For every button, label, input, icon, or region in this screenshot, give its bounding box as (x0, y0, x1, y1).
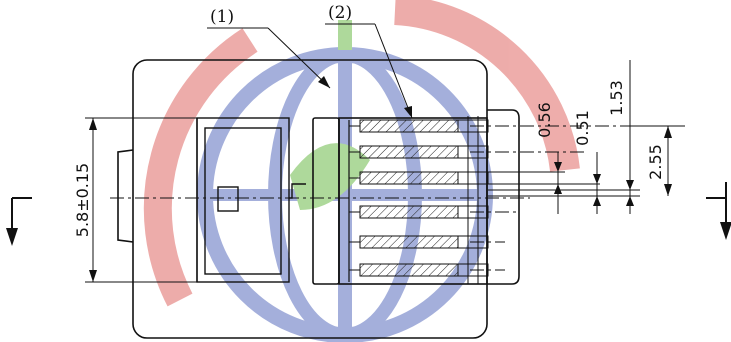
center-lines (110, 125, 620, 271)
watermark-stem (338, 20, 352, 50)
contact-2 (349, 145, 489, 159)
watermark-red-arc-right (394, 0, 580, 172)
dim-pitch-span: 2.55 (646, 126, 672, 196)
contact-3 (349, 171, 489, 185)
dim-contact-width-label: 0.56 (535, 102, 554, 138)
right-section-mark (706, 182, 731, 240)
watermark-leaf (290, 143, 370, 210)
dim-contact-gap-label: 0.51 (573, 110, 592, 146)
callout-1-label: (1) (210, 7, 234, 27)
housing-block (312, 117, 488, 285)
dim-offset-label: 1.53 (607, 80, 626, 116)
callout-1: (1) (207, 7, 331, 89)
dim-contact-width: 0.56 (535, 102, 562, 214)
contact-4 (349, 205, 489, 219)
contact-5 (349, 235, 489, 249)
contact-set (348, 116, 489, 284)
dim-contact-gap: 0.51 (573, 110, 601, 214)
callout-2: (2) (325, 3, 413, 119)
extension-lines (488, 125, 685, 197)
dim-offset: 1.53 (607, 60, 634, 214)
dim-overall-height: 5.8±0.15 (73, 117, 198, 283)
dim-pitch-span-label: 2.55 (646, 144, 665, 180)
watermark-red-arc (143, 28, 258, 307)
left-section-mark (6, 197, 32, 246)
dim-overall-height-label: 5.8±0.15 (73, 163, 92, 237)
callout-2-label: (2) (328, 3, 352, 23)
contact-6 (349, 263, 489, 277)
